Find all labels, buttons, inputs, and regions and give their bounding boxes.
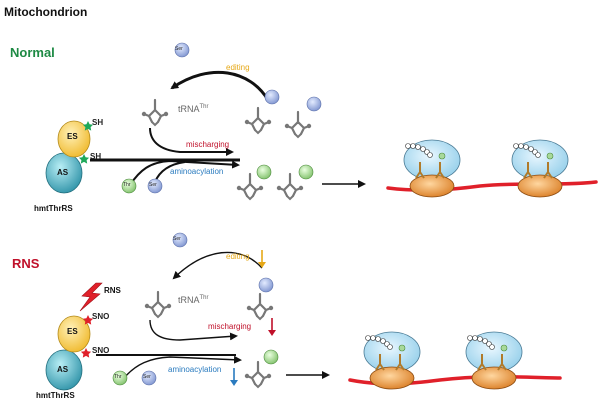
rns-ser-bead-editing [172,232,188,248]
normal-ribosome-1 [403,139,461,198]
normal-ser-bead-editing [174,42,190,58]
rns-trna-thr [243,360,273,389]
figure-title: Mitochondrion [4,5,88,19]
normal-thr-bead-trna2 [298,164,314,180]
normal-sh-label-2: SH [90,152,102,161]
normal-enzyme-label: hmtThrRS [34,204,73,213]
normal-ser-text-2: Ser [149,182,157,188]
normal-trna-sup: Thr [199,104,209,110]
rns-aminoacylation-arrow [123,355,242,379]
rns-sno-star-2 [80,348,92,358]
normal-ser-text-1: Ser [175,46,183,52]
rns-mischarging-label: mischarging [208,322,252,331]
normal-ribosome-2 [511,139,569,198]
normal-thr-bead-input [121,178,137,194]
rns-aminoacylation-label: aminoacylation [168,365,222,374]
rns-trna-label: tRNAThr [178,295,209,305]
rns-enzyme-label: hmtThrRS [36,391,75,400]
normal-trna-thr-1 [235,172,265,201]
normal-enzyme [45,120,94,194]
rns-editing-label: editing [226,252,250,261]
normal-sh-star-1 [82,121,94,131]
normal-ser-bead-trna1 [264,89,280,105]
rns-sno-label-2: SNO [92,346,110,355]
rns-editing-arrow [172,251,263,280]
normal-es-domain [57,120,91,158]
normal-header: Normal [10,45,55,60]
normal-editing-label: editing [226,63,250,72]
rns-lightning-icon [79,282,103,312]
rns-trna-sup: Thr [199,295,209,301]
normal-trna-ser-1 [243,106,273,135]
rns-ser-text-2: Ser [143,374,151,380]
normal-editing-arrow [170,70,270,101]
normal-trna-label: tRNAThr [178,104,209,114]
rns-header: RNS [12,256,40,271]
rns-trna-ser [245,292,275,321]
normal-mischarging-arrow [149,127,234,156]
normal-ser-bead-input [147,178,163,194]
normal-trna-ser-2 [283,110,313,139]
rns-trna-free [143,290,173,319]
rns-ser-bead-input [141,370,157,386]
rns-enzyme [45,315,94,391]
normal-thr-bead-trna1 [256,164,272,180]
normal-ser-bead-trna2 [306,96,322,112]
rns-ribosome-1 [363,331,421,390]
rns-ser-text-1: Ser [173,236,181,242]
normal-sh-star-2 [78,154,90,164]
rns-sno-label-1: SNO [92,312,110,321]
rns-trna-text: tRNA [178,295,200,305]
normal-aminoacylation-label: aminoacylation [170,167,224,176]
rns-es-label: ES [67,327,78,336]
rns-sno-star-1 [82,315,94,325]
rns-thr-bead-input [112,370,128,386]
rns-es-domain [57,315,91,353]
rns-as-domain [45,349,83,391]
rns-thr-text-1: Thr [114,374,122,380]
normal-trna-free [140,98,170,127]
normal-es-label: ES [67,132,78,141]
rns-mischarging-arrow [149,319,238,341]
normal-sh-label-1: SH [92,118,104,127]
normal-as-label: AS [57,168,69,177]
normal-thr-text-1: Thr [123,182,131,188]
normal-trna-text: tRNA [178,104,200,114]
normal-mischarging-label: mischarging [186,140,230,149]
rns-ribosome-2 [465,331,523,390]
rns-thr-bead-trna [263,349,279,365]
rns-stress-label: RNS [104,286,121,295]
rns-ser-bead-trna [258,277,274,293]
rns-as-label: AS [57,365,69,374]
normal-trna-thr-2 [275,172,305,201]
